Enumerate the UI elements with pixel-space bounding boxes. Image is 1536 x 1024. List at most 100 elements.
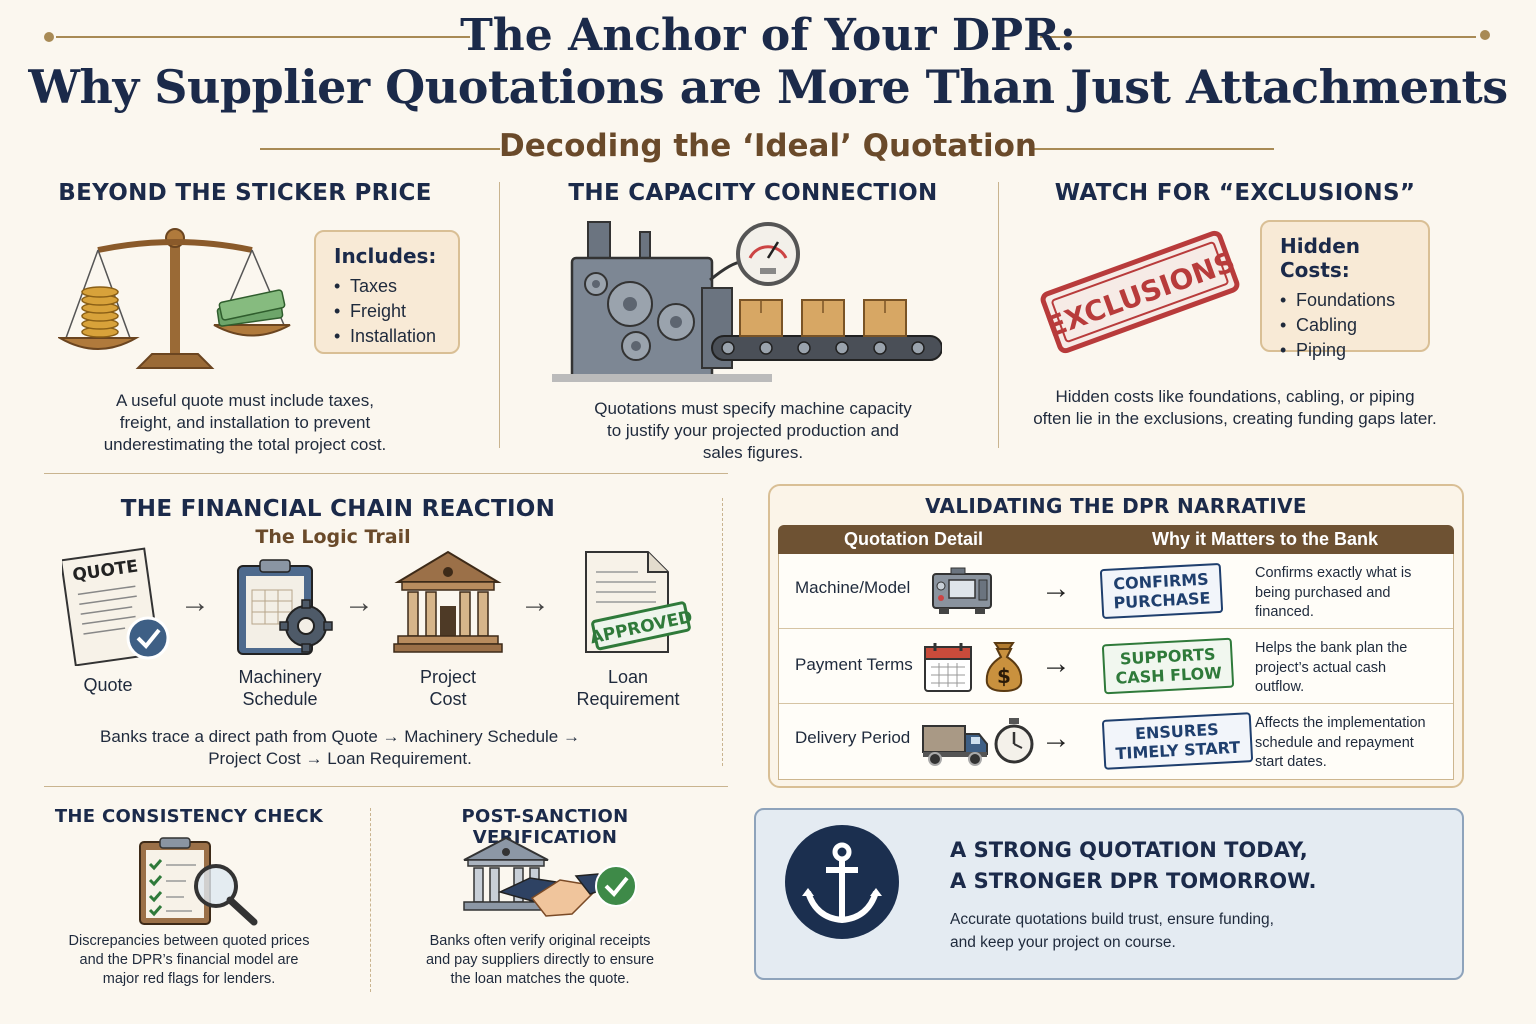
table-header: Quotation Detail Why it Matters to the B… <box>778 525 1454 554</box>
machine-conveyor-icon <box>552 221 942 382</box>
hidden-costs-box: Hidden Costs: Foundations Cabling Piping <box>1260 220 1430 363</box>
table-col-why: Why it Matters to the Bank <box>1152 529 1379 549</box>
sticker-title: BEYOND THE STICKER PRICE <box>58 180 432 206</box>
table-row: Delivery Period → ENSURES TIMELY START A… <box>779 704 1453 779</box>
row-label: Payment Terms <box>795 655 913 674</box>
desc-line: the loan matches the quote. <box>450 971 630 987</box>
hidden-cost-item: Piping <box>1280 338 1410 363</box>
why-line: financed. <box>1255 604 1314 620</box>
machine-icon <box>932 567 992 614</box>
subtitle-rule-left <box>260 148 500 150</box>
desc-line: Discrepancies between quoted prices <box>68 933 310 949</box>
banner-headline-line1: A STRONG QUOTATION TODAY, <box>950 838 1308 862</box>
hidden-costs-title: Hidden Costs: <box>1280 234 1361 282</box>
desc-line: often lie in the exclusions, creating fu… <box>1033 409 1437 428</box>
divider <box>499 182 500 448</box>
table-body: Machine/Model → CONFIRMS PURCHASE Confir… <box>778 554 1454 780</box>
consistency-title: THE CONSISTENCY CHECK <box>54 806 324 827</box>
consistency-desc: Discrepancies between quoted prices and … <box>44 932 334 989</box>
page-subtitle: Decoding the ‘Ideal’ Quotation <box>499 128 1037 164</box>
truck-icon <box>922 725 988 766</box>
validating-title: VALIDATING THE DPR NARRATIVE <box>925 494 1307 518</box>
desc-line: to justify your projected production and <box>606 421 899 440</box>
exclusions-title: WATCH FOR “EXCLUSIONS” <box>1054 180 1416 206</box>
step-line: Cost <box>429 689 467 709</box>
desc-line: Accurate quotations build trust, ensure … <box>950 911 1274 928</box>
desc-line: Hidden costs like foundations, cabling, … <box>1055 387 1415 406</box>
desc-line: and pay suppliers directly to ensure <box>425 952 655 968</box>
hidden-cost-item: Foundations <box>1280 288 1410 313</box>
includes-box: Includes: Taxes Freight Installation <box>314 230 460 354</box>
header-dot-left <box>44 32 54 42</box>
table-col-detail: Quotation Detail <box>844 529 983 549</box>
step-line: Machinery <box>238 667 322 687</box>
step-line: Project <box>419 667 477 687</box>
why-line: start dates. <box>1255 754 1327 770</box>
row-label: Delivery Period <box>795 728 911 747</box>
money-bag-icon: $ <box>985 642 1023 693</box>
chain-desc: Banks trace a direct path from Quote → M… <box>60 726 620 770</box>
includes-item: Freight <box>334 299 440 324</box>
row-arrow-icon: → <box>1041 722 1071 755</box>
includes-item: Taxes <box>334 274 440 299</box>
page-title-line2: Why Supplier Quotations are More Than Ju… <box>28 60 1508 114</box>
row-arrow-icon: → <box>1041 572 1071 605</box>
page-title-line1: The Anchor of Your DPR: <box>460 10 1076 61</box>
why-line: Affects the implementation <box>1255 715 1426 731</box>
header-dot-right <box>1480 30 1490 40</box>
banner-headline-line2: A STRONGER DPR TOMORROW. <box>950 869 1317 893</box>
header-rule-left <box>56 36 470 38</box>
chain-arrow-icon: → <box>180 586 210 619</box>
desc-line: Banks often verify original receipts <box>429 933 651 949</box>
step-line: Loan <box>607 667 649 687</box>
row-why: Affects the implementation schedule and … <box>1255 714 1445 773</box>
why-line: schedule and repayment <box>1255 734 1414 751</box>
clipboard-magnifier-icon <box>139 837 258 926</box>
chain-arrow-icon: → <box>344 586 374 619</box>
calendar-icon <box>924 643 972 692</box>
divider <box>722 498 723 766</box>
desc-line: major red flags for lenders. <box>102 971 276 987</box>
bank-icon <box>393 550 503 653</box>
approved-document-icon: APPROVED <box>585 551 692 653</box>
machinery-clipboard-icon <box>237 559 333 655</box>
why-line: project’s actual cash <box>1255 659 1387 676</box>
chain-subtitle: The Logic Trail <box>255 526 411 548</box>
chain-step-label: Loan Requirement <box>568 666 688 710</box>
quote-document-icon: QUOTE <box>62 547 170 666</box>
supports-cash-flow-stamp: SUPPORTS CASH FLOW <box>1101 637 1235 695</box>
desc-line: Project Cost → Loan Requirement. <box>208 749 472 768</box>
bank-handshake-icon <box>463 836 637 917</box>
exclusions-desc: Hidden costs like foundations, cabling, … <box>1012 386 1458 430</box>
row-why: Confirms exactly what is being purchased… <box>1255 564 1445 623</box>
divider <box>44 473 728 474</box>
desc-line: and keep your project on course. <box>950 934 1176 951</box>
desc-line: sales figures. <box>702 443 804 462</box>
confirms-purchase-stamp: CONFIRMS PURCHASE <box>1099 562 1224 620</box>
stopwatch-icon <box>994 718 1034 764</box>
step-line: Requirement <box>576 689 680 709</box>
chain-arrow-icon: → <box>520 586 550 619</box>
hidden-cost-item: Cabling <box>1280 313 1410 338</box>
why-line: Helps the bank plan the <box>1255 640 1408 656</box>
row-arrow-icon: → <box>1041 647 1071 680</box>
header-rule-right <box>1040 36 1476 38</box>
sticker-desc: A useful quote must include taxes, freig… <box>40 390 450 456</box>
divider <box>998 182 999 448</box>
why-line: Confirms exactly what is <box>1255 565 1412 581</box>
svg-text:$: $ <box>997 664 1011 688</box>
step-line: Schedule <box>242 689 318 709</box>
step-line: Quote <box>83 675 133 695</box>
capacity-title: THE CAPACITY CONNECTION <box>568 180 938 206</box>
chain-step-label: Project Cost <box>398 666 498 710</box>
scale-icon <box>58 228 291 369</box>
chain-step-label: Quote <box>58 674 158 696</box>
includes-box-title: Includes: <box>334 244 437 268</box>
ensures-timely-start-stamp: ENSURES TIMELY START <box>1101 712 1253 770</box>
capacity-desc: Quotations must specify machine capacity… <box>540 398 966 464</box>
why-line: outflow. <box>1255 679 1305 695</box>
table-row: Payment Terms $ → SUPPORTS CASH FLOW Hel… <box>779 629 1453 704</box>
desc-line: and the DPR’s financial model are <box>79 952 299 968</box>
divider <box>370 808 371 992</box>
desc-line: freight, and installation to prevent <box>119 413 371 432</box>
